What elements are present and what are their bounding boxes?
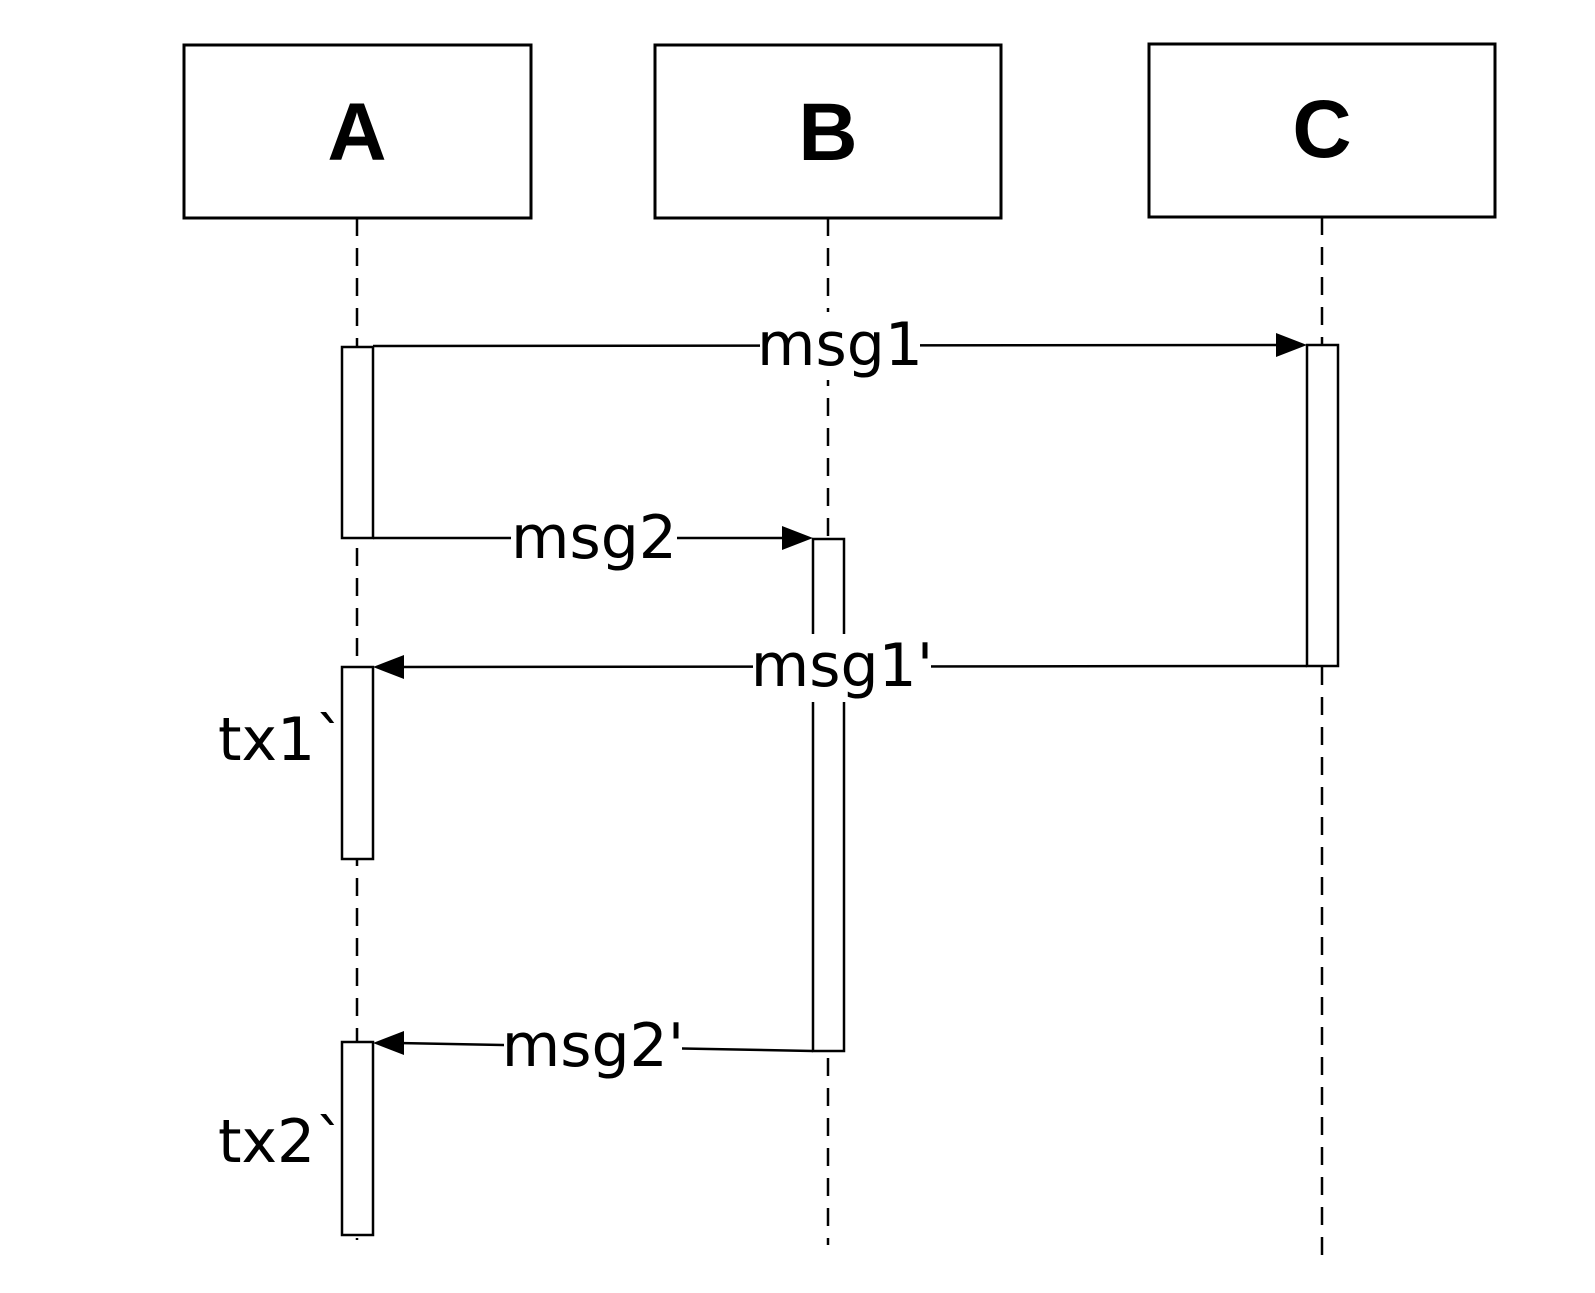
message-msg1-reply-label-bg: [753, 634, 931, 702]
activation-c-1: [1305, 343, 1340, 668]
note-tx1: tx1`: [218, 705, 345, 775]
participant-b-box: [653, 43, 1003, 220]
participant-b-label: B: [798, 87, 857, 178]
activation-a-1: [340, 345, 375, 540]
participant-a-label: A: [327, 87, 386, 178]
message-msg2: msg2: [373, 503, 813, 574]
activation-a-3: [340, 1040, 375, 1237]
message-msg2-reply-label: msg2': [502, 1011, 684, 1081]
message-msg2-reply-label-bg: [504, 1014, 682, 1082]
message-msg1-label: msg1: [757, 310, 923, 380]
activation-a-2: [340, 665, 375, 861]
message-msg2-arrowhead: [782, 526, 813, 550]
message-msg2-reply: msg2': [373, 1011, 814, 1082]
message-msg1-label-bg: [760, 312, 920, 380]
message-msg2-label: msg2: [511, 503, 677, 573]
message-msg1-reply: msg1': [373, 631, 1308, 702]
participant-c: C: [1147, 42, 1497, 219]
participant-a-box: [182, 43, 533, 220]
note-tx2: tx2`: [218, 1107, 345, 1177]
message-msg1-reply-arrowhead: [373, 655, 404, 679]
message-msg1: msg1: [372, 310, 1307, 380]
message-msg1-reply-label: msg1': [751, 631, 933, 701]
message-msg2-reply-arrowhead: [373, 1031, 404, 1055]
message-msg1-arrowhead: [1276, 333, 1307, 357]
participant-b: B: [653, 43, 1003, 220]
activation-b-1: [811, 537, 846, 1053]
message-msg2-label-bg: [511, 506, 677, 574]
participant-a: A: [182, 43, 533, 220]
participant-c-box: [1147, 42, 1497, 219]
participant-c-label: C: [1292, 84, 1351, 175]
